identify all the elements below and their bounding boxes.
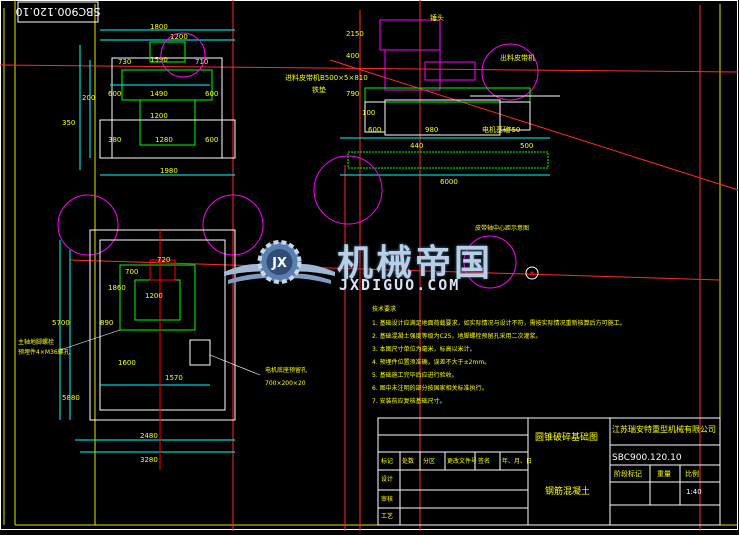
dim-2150: 2150	[346, 30, 364, 38]
weight-header: 重量	[657, 470, 671, 478]
title-block	[377, 417, 721, 526]
note-line-3: 3. 本图尺寸单位为毫米，标高以米计。	[372, 345, 476, 353]
elevation-right-dims: 2150 400 790 100 600 980 440 750 6000 50…	[285, 13, 535, 186]
note-line-6: 6. 图中未注明的部分按国家相关标准执行。	[372, 384, 488, 392]
material-label: 钢筋混凝土	[545, 485, 590, 497]
row-sign: 签名	[478, 457, 490, 465]
dim-600c: 600	[205, 136, 218, 144]
plan-dims: 720 700 1200 890 1570 1860 2480 3280 570…	[52, 256, 183, 464]
dim-1490: 1490	[150, 90, 168, 98]
dim-3280: 3280	[140, 456, 158, 464]
row-mark: 标记	[381, 457, 393, 465]
dim-730: 730	[118, 58, 131, 66]
row-date: 年、月、日	[502, 457, 532, 465]
scale-header: 比例	[685, 469, 699, 478]
dim-1860: 1860	[108, 284, 126, 292]
left-note-1: 主轴地脚螺栓	[18, 338, 54, 346]
row-zone: 分区	[423, 457, 435, 465]
company-name: 江苏瑞安特重型机械有限公司	[612, 424, 716, 434]
note-line-7: 7. 安装前应复核基础尺寸。	[372, 397, 446, 405]
dim-1280: 1280	[155, 136, 173, 144]
magenta-circles-top	[160, 32, 539, 101]
row-change-doc: 更改文件号	[447, 457, 477, 465]
row-count: 处数	[402, 457, 414, 465]
dim-1570: 1570	[165, 374, 183, 382]
dim-1200a: 1200	[170, 33, 188, 41]
watermark-subtitle: JXDIGUO.COM	[339, 276, 461, 294]
dim-1200b: 1200	[150, 112, 168, 120]
drawing-code: SBC900.120.10	[612, 453, 682, 463]
gear-wings-icon: JX	[224, 240, 335, 284]
dim-750: 750	[507, 126, 520, 134]
dim-710: 710	[195, 58, 208, 66]
note-line-2: 2. 基础混凝土强度等级为C25，地脚螺栓预留孔采用二次灌浆。	[372, 332, 541, 340]
magenta-circles-mid	[57, 155, 517, 289]
dim-600d: 600	[368, 126, 381, 134]
center-note: 皮带轴中心距示意图	[475, 224, 529, 232]
scale-value: 1:40	[686, 488, 702, 496]
discharge-belt-label: 出料皮带机	[500, 53, 535, 62]
title-block-text: 圆锥破碎基础图 江苏瑞安特重型机械有限公司 SBC900.120.10 钢筋混凝…	[381, 424, 716, 520]
dim-600b: 600	[205, 90, 218, 98]
rotated-code-box: SBC900.120.10	[16, 1, 101, 23]
dim-350: 350	[62, 119, 75, 127]
dim-720: 720	[157, 256, 170, 264]
marker-circle	[525, 266, 539, 280]
dim-380: 380	[108, 136, 121, 144]
dim-980: 980	[425, 126, 438, 134]
dim-1600: 1600	[118, 359, 136, 367]
dim-700: 700	[125, 268, 138, 276]
dim-5700: 5700	[52, 319, 70, 327]
elevation-right	[340, 19, 560, 176]
dim-1800: 1800	[150, 23, 168, 31]
dim-790: 790	[346, 90, 359, 98]
dim-600a: 600	[108, 90, 121, 98]
leader-lines	[59, 329, 261, 376]
logo-text: JX	[271, 256, 287, 271]
iron-pad-label: 铁垫	[312, 85, 326, 94]
elevation-left	[79, 29, 236, 176]
note-line-5: 5. 基础施工完毕后应进行验收。	[372, 371, 458, 379]
dim-500: 500	[520, 142, 533, 150]
right-note-1: 电机底座预留孔	[265, 366, 307, 374]
dim-200: 200	[82, 94, 95, 102]
note-line-1: 1. 基础设计应满足地面荷载要求，如实际情况与设计不符，需按实际情况重新核算后方…	[372, 319, 626, 327]
rotated-code-text: SBC900.120.10	[16, 5, 101, 18]
dim-100: 100	[362, 109, 375, 117]
dim-890: 890	[100, 319, 113, 327]
watermark-title: 机械帝国	[337, 243, 494, 284]
row-check: 审核	[381, 495, 393, 503]
dim-6000: 6000	[440, 178, 458, 186]
dim-2480: 2480	[140, 432, 158, 440]
drawing-name: 圆锥破碎基础图	[535, 431, 598, 443]
plan-view	[59, 229, 236, 470]
row-process: 工艺	[381, 512, 393, 520]
dim-1590: 1590	[150, 56, 168, 64]
dim-1200c: 1200	[145, 292, 163, 300]
elevation-dims: 1800 1200 1980 350 1200 1490 730 710 600…	[62, 23, 218, 175]
right-note-2: 700×200×20	[265, 380, 306, 387]
note-line-4: 4. 预埋件位置须准确，误差不大于±2mm。	[372, 358, 490, 366]
dim-1980: 1980	[160, 167, 178, 175]
dim-400: 400	[346, 52, 359, 60]
watermark: JX 机械帝国 JXDIGUO.COM	[222, 232, 522, 296]
stage-mark-header: 阶段标记	[614, 469, 642, 478]
hammer-label: 锤头	[430, 13, 444, 22]
row-designer: 设计	[381, 475, 393, 483]
tech-notes: 技术要求 1. 基础设计应满足地面荷载要求，如实际情况与设计不符，需按实际情况重…	[372, 305, 626, 405]
left-note-2: 预埋件4×M36螺孔	[18, 348, 70, 356]
motor-base-label: 电机基础	[482, 125, 510, 134]
dim-5880: 5880	[62, 394, 80, 402]
notes-heading: 技术要求	[372, 305, 396, 313]
plan-notes: 主轴地脚螺栓 预埋件4×M36螺孔 电机底座预留孔 700×200×20 皮带轴…	[18, 224, 529, 387]
dim-440: 440	[410, 142, 423, 150]
feed-belt-label: 进料皮带机B500×5×810	[285, 73, 368, 82]
